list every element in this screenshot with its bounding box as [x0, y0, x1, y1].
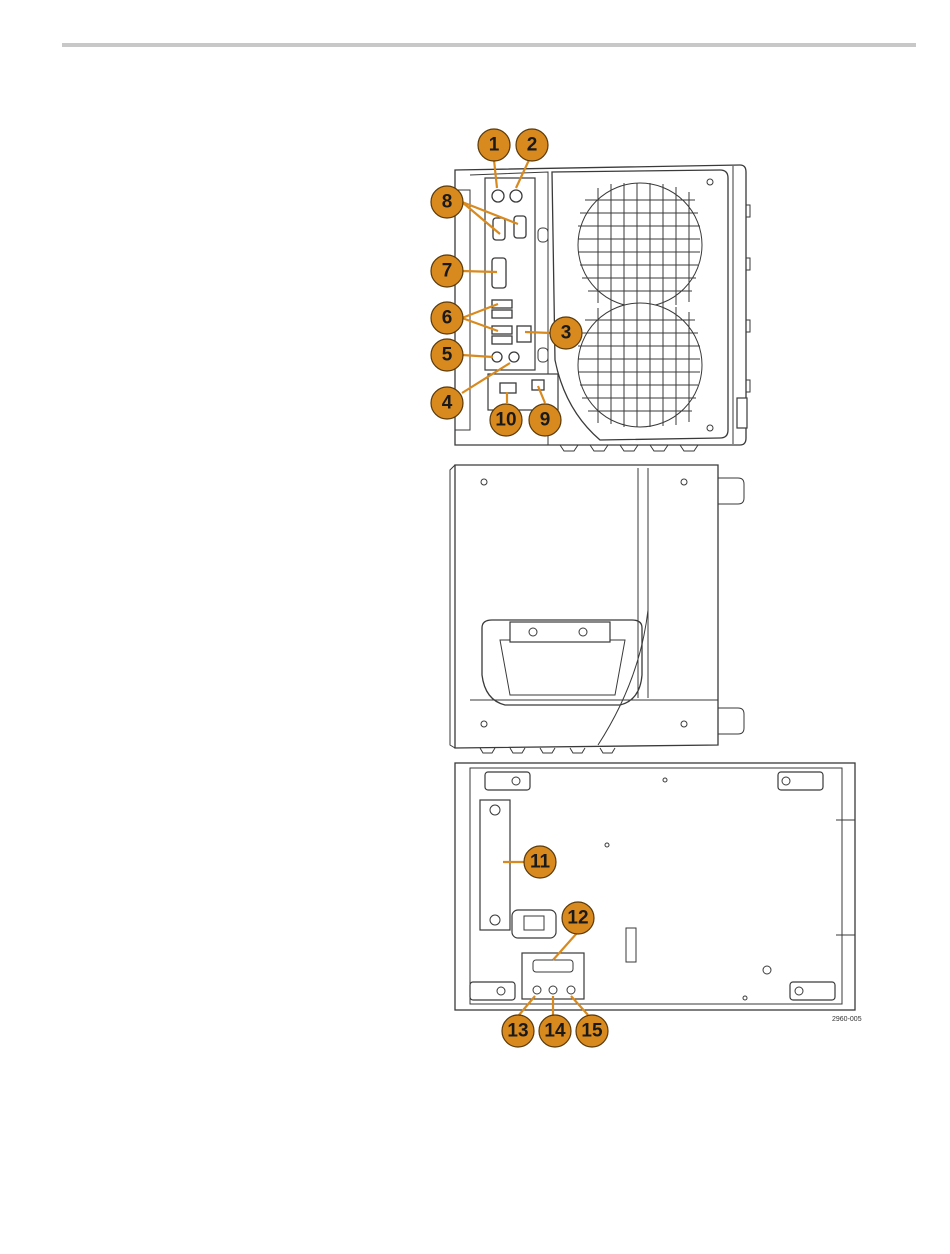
svg-text:12: 12: [567, 908, 588, 929]
callout-8: 8: [431, 186, 463, 218]
callout-14: 14: [539, 1015, 571, 1047]
rear-panel-view: [455, 763, 855, 1010]
callout-5: 5: [431, 339, 463, 371]
callout-4: 4: [431, 387, 463, 419]
svg-text:10: 10: [495, 410, 516, 431]
svg-text:14: 14: [544, 1021, 566, 1042]
svg-text:15: 15: [581, 1021, 603, 1042]
callout-9: 9: [529, 404, 561, 436]
svg-text:13: 13: [507, 1021, 528, 1042]
svg-text:9: 9: [540, 410, 551, 431]
callout-2: 2: [516, 129, 548, 161]
svg-text:2: 2: [527, 135, 538, 156]
callout-12: 12: [562, 902, 594, 934]
svg-text:11: 11: [530, 852, 551, 873]
callout-1: 1: [478, 129, 510, 161]
callout-13: 13: [502, 1015, 534, 1047]
callout-3: 3: [550, 317, 582, 349]
svg-text:3: 3: [561, 323, 572, 344]
callout-6: 6: [431, 302, 463, 334]
svg-text:4: 4: [442, 393, 453, 414]
svg-text:6: 6: [442, 308, 453, 329]
svg-text:5: 5: [442, 345, 453, 366]
callout-10: 10: [490, 404, 522, 436]
svg-text:7: 7: [442, 261, 453, 282]
handle-side-view: [450, 465, 744, 753]
svg-text:8: 8: [442, 192, 453, 213]
callout-11: 11: [524, 846, 556, 878]
svg-text:1: 1: [489, 135, 500, 156]
figure-id: 2960-005: [832, 1016, 862, 1023]
callout-15: 15: [576, 1015, 608, 1047]
callout-7: 7: [431, 255, 463, 287]
